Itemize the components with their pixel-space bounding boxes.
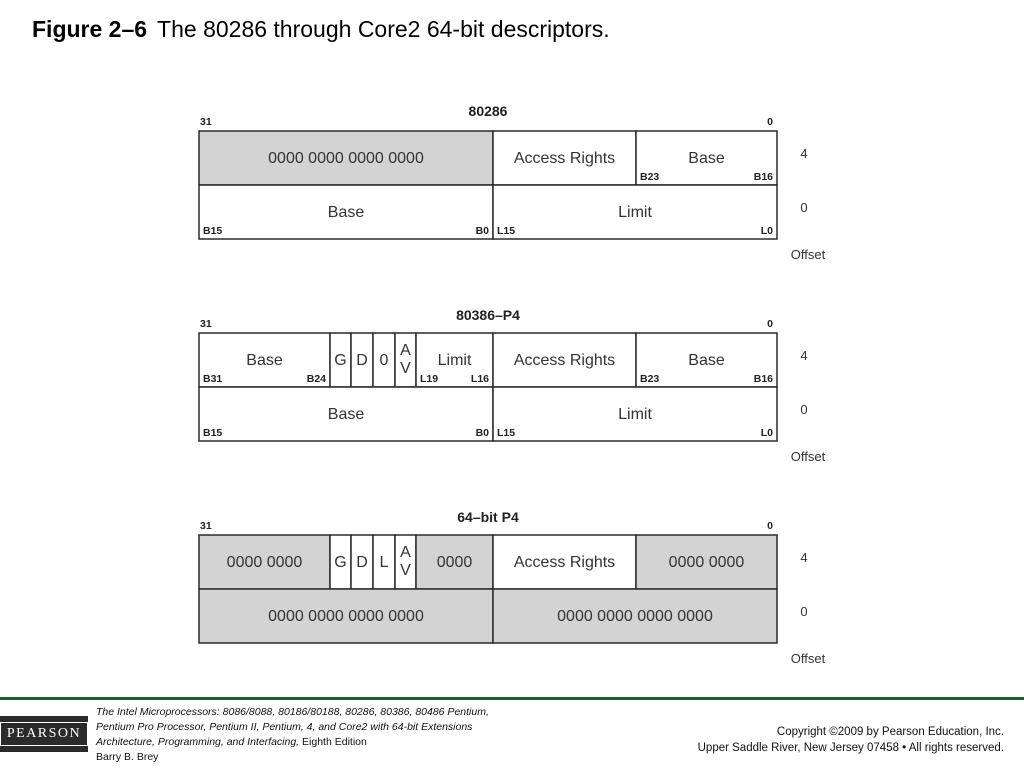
field-label: Base bbox=[328, 204, 365, 221]
field-label: Limit bbox=[618, 204, 652, 221]
bit-sub-label: B23 bbox=[640, 171, 659, 183]
bit-sub-label: B16 bbox=[754, 171, 773, 183]
field-label: 0000 0000 bbox=[669, 554, 745, 571]
field-label: 0000 0000 bbox=[227, 554, 303, 571]
descriptor-0: 80286 31 0 0000 0000 0000 0000 Access Rights… bbox=[198, 103, 826, 262]
bit-sub-label: B23 bbox=[640, 373, 659, 385]
bit-sub-label: B15 bbox=[203, 225, 222, 237]
field-label: 0000 bbox=[437, 554, 473, 571]
bit-sub-label: B16 bbox=[754, 373, 773, 385]
field-label: Access Rights bbox=[514, 352, 615, 369]
book-citation: The Intel Microprocessors: 8086/8088, 80… bbox=[96, 705, 489, 765]
byte-offset: 4 bbox=[800, 550, 807, 565]
field-label: Access Rights bbox=[514, 150, 615, 167]
bit-low-label: 0 bbox=[767, 116, 773, 128]
figure-title: Figure 2–6 The 80286 through Core2 64-bit… bbox=[32, 16, 610, 43]
field-label: 0000 0000 0000 0000 bbox=[268, 150, 424, 167]
descriptor-field bbox=[198, 534, 331, 590]
bit-sub-label: B24 bbox=[307, 373, 326, 385]
bit-high-label: 31 bbox=[200, 520, 212, 532]
bit-sub-label: L16 bbox=[471, 373, 489, 385]
field-label: A bbox=[400, 544, 411, 561]
field-label: G bbox=[334, 554, 346, 571]
figure-caption: The 80286 through Core2 64-bit descripto… bbox=[157, 16, 610, 42]
descriptor-field bbox=[492, 386, 778, 442]
bit-low-label: 0 bbox=[767, 318, 773, 330]
field-label: D bbox=[356, 554, 368, 571]
copyright: Copyright ©2009 by Pearson Education, In… bbox=[698, 724, 1004, 756]
field-label: V bbox=[400, 562, 411, 579]
byte-offset: 4 bbox=[800, 146, 807, 161]
descriptor-field bbox=[635, 130, 778, 186]
field-label: L bbox=[380, 554, 389, 571]
offset-label: Offset bbox=[791, 651, 826, 666]
field-label: 0000 0000 0000 0000 bbox=[268, 608, 424, 625]
descriptor-field bbox=[492, 588, 778, 644]
bit-sub-label: L0 bbox=[761, 427, 773, 439]
bit-high-label: 31 bbox=[200, 116, 212, 128]
byte-offset: 0 bbox=[800, 200, 807, 215]
offset-label: Offset bbox=[791, 449, 826, 464]
book-author: Barry B. Brey bbox=[96, 751, 159, 763]
descriptor-field bbox=[198, 332, 331, 388]
bit-sub-label: B0 bbox=[476, 427, 490, 439]
book-edition: Eighth Edition bbox=[302, 736, 367, 748]
book-title-rest: 8086/8088, 80186/80188, 80286, 80386, 80… bbox=[222, 706, 489, 718]
bit-sub-label: B0 bbox=[476, 225, 490, 237]
field-label: V bbox=[400, 360, 411, 377]
descriptor-field bbox=[198, 386, 494, 442]
descriptor-heading: 64–bit P4 bbox=[457, 509, 519, 525]
bit-high-label: 31 bbox=[200, 318, 212, 330]
field-label: A bbox=[400, 342, 411, 359]
field-label: Base bbox=[328, 406, 365, 423]
figure-label: Figure 2–6 bbox=[32, 16, 148, 42]
descriptor-heading: 80386–P4 bbox=[456, 307, 520, 323]
descriptor-field bbox=[198, 184, 494, 240]
book-series: Architecture, Programming, and Interfaci… bbox=[96, 736, 300, 748]
descriptor-field bbox=[635, 332, 778, 388]
book-title: The Intel Microprocessors: bbox=[96, 706, 220, 718]
field-label: 0 bbox=[380, 352, 389, 369]
pearson-logo: PEARSON bbox=[0, 716, 89, 752]
descriptor-field bbox=[492, 534, 637, 590]
field-label: Base bbox=[246, 352, 283, 369]
field-label: D bbox=[356, 352, 368, 369]
field-label: Limit bbox=[438, 352, 472, 369]
book-subtitle: Pentium Pro Processor, Pentium II, Penti… bbox=[96, 721, 473, 733]
byte-offset: 0 bbox=[800, 402, 807, 417]
copyright-line-1: Copyright ©2009 by Pearson Education, In… bbox=[776, 726, 1004, 738]
bit-sub-label: L15 bbox=[497, 427, 515, 439]
field-label: Base bbox=[688, 150, 725, 167]
bit-sub-label: B31 bbox=[203, 373, 222, 385]
copyright-line-2: Upper Saddle River, New Jersey 07458 • A… bbox=[697, 742, 1004, 754]
field-label: Access Rights bbox=[514, 554, 615, 571]
byte-offset: 4 bbox=[800, 348, 807, 363]
descriptor-heading: 80286 bbox=[469, 103, 508, 119]
bit-low-label: 0 bbox=[767, 520, 773, 532]
bit-sub-label: L15 bbox=[497, 225, 515, 237]
field-label: 0000 0000 0000 0000 bbox=[557, 608, 713, 625]
offset-label: Offset bbox=[791, 247, 826, 262]
bit-sub-label: L19 bbox=[420, 373, 438, 385]
bit-sub-label: B15 bbox=[203, 427, 222, 439]
byte-offset: 0 bbox=[800, 604, 807, 619]
descriptor-field bbox=[415, 534, 494, 590]
field-label: G bbox=[334, 352, 346, 369]
bit-sub-label: L0 bbox=[761, 225, 773, 237]
footer-divider bbox=[0, 697, 1024, 700]
field-label: Limit bbox=[618, 406, 652, 423]
descriptor-field bbox=[492, 184, 778, 240]
field-label: Base bbox=[688, 352, 725, 369]
descriptor-field bbox=[198, 588, 494, 644]
descriptor-field bbox=[492, 332, 637, 388]
